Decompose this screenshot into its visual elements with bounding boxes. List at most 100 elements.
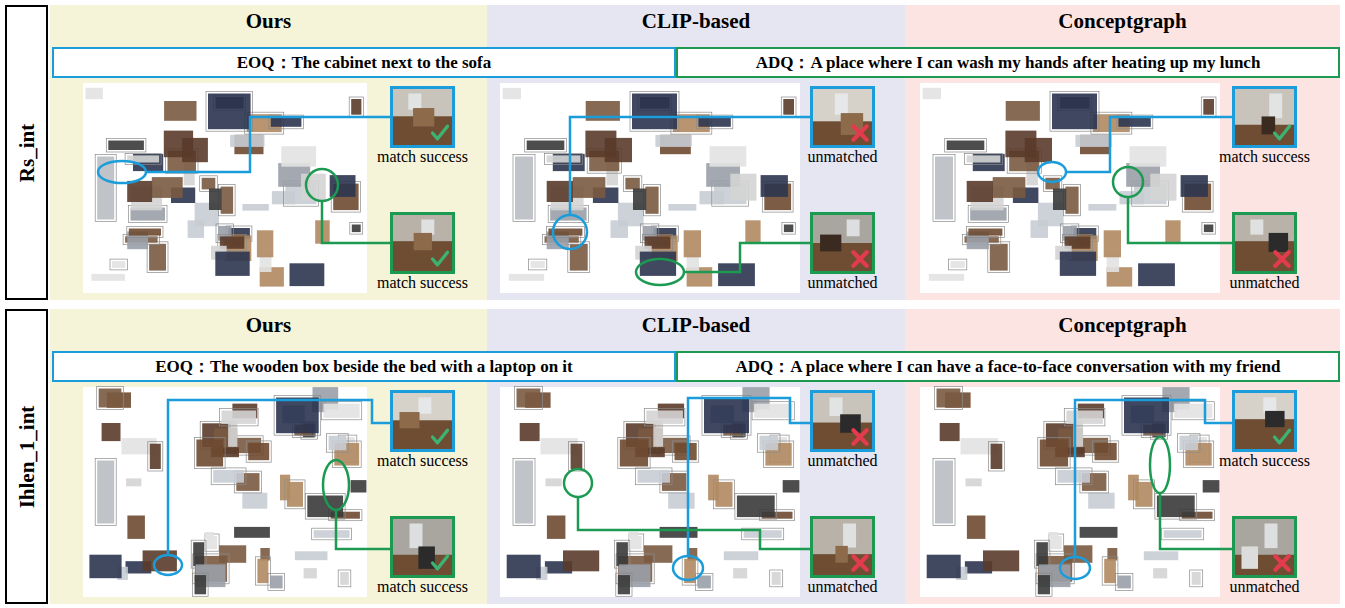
bounding-box [965, 153, 1003, 164]
furniture [937, 389, 961, 408]
bounding-box [246, 441, 271, 462]
furniture [1192, 572, 1201, 585]
furniture [967, 181, 993, 202]
floor-plan [500, 387, 810, 598]
bounding-box [770, 570, 783, 587]
bounding-box [758, 434, 781, 453]
window [1250, 219, 1263, 234]
query-text: ADQ：A place where I can wash my hands af… [756, 51, 1261, 74]
map-background [920, 387, 1220, 597]
object [840, 414, 861, 432]
window [1263, 397, 1276, 412]
check-mark [1272, 427, 1292, 447]
view-thumbnail-box: unmatched [1232, 212, 1297, 274]
check-stroke [433, 252, 448, 265]
furniture [205, 532, 215, 539]
check-mark [430, 123, 450, 143]
furniture [710, 146, 747, 167]
bounding-box [194, 438, 225, 469]
furniture [531, 261, 545, 268]
window [830, 397, 843, 415]
furniture [324, 404, 360, 418]
furniture [1053, 189, 1066, 211]
match-label: unmatched [1229, 578, 1299, 596]
match-label: match success [377, 578, 468, 596]
match-label: match success [1219, 148, 1310, 166]
furniture [968, 229, 1002, 236]
furniture [503, 88, 521, 99]
furniture [993, 177, 1026, 198]
furniture [546, 478, 562, 486]
view-thumbnail [393, 519, 452, 575]
furniture [257, 559, 268, 583]
furniture [724, 551, 759, 560]
furniture [640, 252, 676, 276]
furniture [1144, 551, 1179, 560]
furniture [1066, 411, 1103, 424]
view-thumbnail-box: unmatched [1232, 516, 1297, 578]
object [413, 108, 434, 126]
furniture [633, 189, 646, 211]
leader-line [322, 201, 390, 243]
floor-plan [920, 387, 1232, 598]
furniture [625, 178, 639, 190]
furniture [1174, 404, 1212, 418]
furniture [143, 550, 177, 571]
panel-header: Conceptgraph [905, 5, 1340, 33]
view-thumbnail [1235, 89, 1294, 145]
furniture [684, 230, 701, 257]
furniture [281, 146, 316, 167]
furniture [1038, 575, 1050, 594]
object [399, 412, 419, 428]
furniture [698, 576, 711, 589]
bounding-box [945, 139, 987, 153]
leader-line [146, 117, 390, 172]
query-text: EOQ：The cabinet next to the sofa [237, 51, 492, 74]
cross-stroke [853, 252, 866, 265]
check-mark [430, 427, 450, 447]
furniture [215, 252, 249, 276]
match-label: unmatched [807, 452, 877, 470]
row-label: Rs_int [14, 123, 39, 181]
furniture [620, 440, 648, 467]
furniture [1204, 225, 1213, 233]
furniture [1157, 496, 1195, 518]
bounding-box [966, 227, 1004, 238]
furniture [923, 88, 941, 99]
furniture [228, 421, 237, 447]
check-stroke [433, 556, 448, 569]
furniture [517, 389, 541, 408]
map-background [920, 83, 1220, 293]
match-label: unmatched [807, 578, 877, 596]
query-text: ADQ：A place where I can have a face-to-f… [735, 355, 1280, 378]
wall [1235, 393, 1294, 419]
furniture [1095, 443, 1117, 460]
check-mark [1272, 123, 1292, 143]
bounding-box [935, 387, 963, 410]
furniture [1052, 94, 1097, 130]
furniture [1180, 436, 1199, 451]
check-stroke [1275, 126, 1290, 138]
furniture [164, 101, 196, 121]
furniture [515, 461, 533, 524]
furniture [89, 555, 121, 579]
furniture [715, 482, 732, 507]
furniture [927, 555, 961, 579]
floor-plan [83, 83, 390, 293]
furniture [1107, 548, 1117, 561]
furniture [195, 575, 207, 594]
bounding-box [1122, 396, 1171, 436]
furniture [127, 181, 152, 202]
furniture [196, 440, 223, 467]
view-thumbnail-box: unmatched [810, 390, 875, 452]
furniture [704, 398, 749, 434]
view-thumbnail-box: match success [1232, 86, 1297, 148]
window [410, 523, 423, 548]
window [835, 93, 848, 114]
object [1241, 546, 1258, 568]
window [1269, 93, 1282, 118]
furniture [126, 478, 141, 486]
furniture [352, 225, 361, 233]
match-label: match success [377, 452, 468, 470]
